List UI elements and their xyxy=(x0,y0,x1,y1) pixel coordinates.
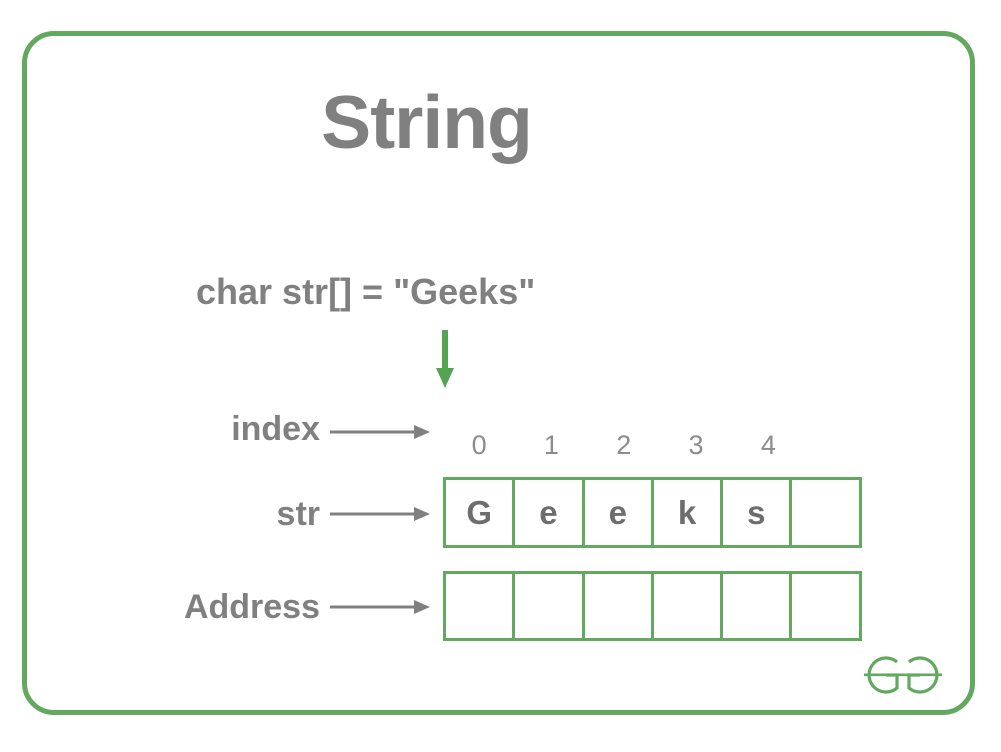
index-number: 2 xyxy=(616,430,632,460)
geeksforgeeks-logo-icon xyxy=(860,648,946,698)
string-cell-row: G e e k s xyxy=(443,477,877,548)
string-cell: e xyxy=(512,477,585,548)
str-pointer-arrow xyxy=(330,502,430,526)
index-pointer-arrow xyxy=(330,420,430,444)
address-cell xyxy=(443,571,516,641)
address-cell xyxy=(581,571,654,641)
address-cell xyxy=(789,571,862,641)
string-cell: e xyxy=(581,477,654,548)
string-cell xyxy=(789,477,862,548)
index-number: 4 xyxy=(760,430,776,460)
address-pointer-arrow xyxy=(330,595,430,619)
address-cell xyxy=(650,571,724,641)
address-cell-row xyxy=(443,571,877,641)
index-number: 0 xyxy=(471,430,487,460)
index-number: 1 xyxy=(543,430,559,460)
address-cell xyxy=(512,571,585,641)
string-cell: G xyxy=(443,477,516,548)
row-label-str: str xyxy=(276,495,320,533)
index-number: 3 xyxy=(688,430,704,460)
row-label-index: index xyxy=(231,410,320,448)
index-number xyxy=(804,432,876,459)
string-cell: k xyxy=(650,477,724,548)
string-cell: s xyxy=(720,477,793,548)
green-down-arrow xyxy=(432,330,458,390)
index-number-strip: 0 1 2 3 4 xyxy=(443,432,877,459)
row-label-address: Address xyxy=(183,588,320,626)
address-cell xyxy=(720,571,793,641)
declaration-text: char str[] = "Geeks" xyxy=(196,271,536,312)
page-title: String xyxy=(321,80,533,164)
